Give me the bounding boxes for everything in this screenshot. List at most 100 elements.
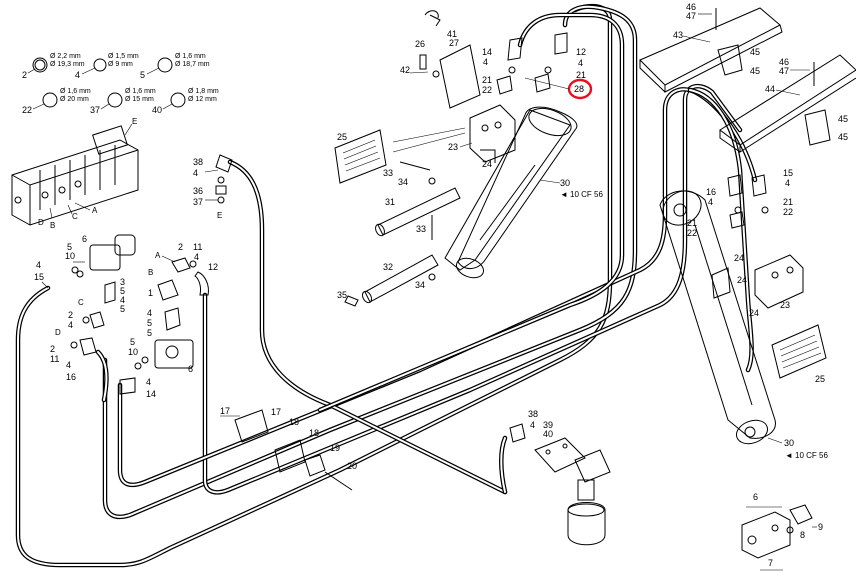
fitting-14[interactable]	[507, 37, 523, 61]
label-plate-25b[interactable]	[771, 324, 827, 379]
part-label: 22	[687, 228, 697, 238]
clamp-45[interactable]	[717, 44, 743, 76]
pin-32[interactable]	[364, 254, 439, 303]
clamp-17[interactable]	[234, 409, 269, 443]
part-label: 24	[737, 275, 747, 285]
part-label: 4	[194, 252, 199, 262]
part-label: 23	[448, 142, 458, 152]
mounting-plate[interactable]	[534, 437, 586, 473]
bracket-27[interactable]	[439, 44, 481, 109]
valve-block-6[interactable]	[154, 339, 194, 369]
fitting-4-5[interactable]	[164, 307, 181, 331]
part-label: 2	[68, 310, 73, 320]
highlighted-part-label[interactable]: 28	[574, 84, 584, 94]
grease-nipple-35[interactable]	[344, 295, 359, 307]
valve-block-bottom[interactable]	[574, 449, 611, 483]
part-label: 21	[576, 70, 586, 80]
part-label: 7	[768, 558, 773, 568]
label-plate-25[interactable]	[334, 129, 387, 184]
manifold-block-23[interactable]	[469, 104, 516, 163]
hose-cylinder-right-2[interactable]	[117, 87, 758, 488]
part-label: 27	[449, 38, 459, 48]
part-label: 37	[193, 197, 203, 207]
plate-19[interactable]	[304, 454, 326, 477]
hose-38[interactable]	[227, 159, 508, 495]
right-cylinder-30[interactable]: 30 ◄ 10 CF 56	[657, 184, 829, 460]
part-label: 21	[783, 197, 793, 207]
accumulator-valve: 38 4 39 40	[509, 409, 611, 546]
solenoid-valve-6[interactable]	[89, 244, 121, 271]
part-label: 22	[783, 207, 793, 217]
part-label: 22	[482, 85, 492, 95]
valve-block-7[interactable]	[741, 511, 791, 559]
fitting-12[interactable]	[554, 32, 568, 55]
left-cylinder-30[interactable]: 30 ◄ 10 CF 56	[444, 103, 603, 281]
part-label: 16	[66, 372, 76, 382]
fitting-1[interactable]	[157, 279, 179, 301]
o-ring-22	[42, 92, 58, 108]
control-valve-block[interactable]: E A B C D	[11, 117, 139, 230]
part-label: 12	[208, 262, 218, 272]
part-label: 37	[90, 105, 100, 115]
hose-end-top[interactable]	[424, 10, 439, 19]
top-center-manifold: 41 27 26 42 14 4 12 4 21 22 21 28 23 24	[334, 10, 593, 184]
o-ring-2	[32, 57, 48, 73]
o-ring-5	[157, 57, 173, 73]
manifold-block-23b[interactable]	[754, 254, 804, 309]
bracket-44[interactable]	[719, 54, 856, 146]
pins-group: 33 34 31 33 32 34 35	[337, 161, 461, 307]
fitting-3[interactable]	[104, 281, 116, 304]
part-label: 4	[530, 420, 535, 430]
cross-ref-arrow: ◄	[785, 451, 793, 460]
part-label: 46	[686, 2, 696, 12]
fitting-16[interactable]	[727, 174, 743, 197]
fitting-38b[interactable]	[509, 423, 526, 443]
clamp-18[interactable]	[274, 439, 306, 473]
coil-9[interactable]	[789, 504, 813, 525]
bolt-33[interactable]	[399, 161, 431, 171]
bolt-20[interactable]	[324, 471, 353, 491]
cross-ref-text[interactable]: 10 CF 56	[570, 190, 603, 199]
part-label: 35	[337, 290, 347, 300]
fitting-15[interactable]	[751, 174, 767, 197]
part-label: 6	[188, 364, 193, 374]
cross-ref-text[interactable]: 10 CF 56	[795, 451, 828, 460]
part-label: 45	[838, 114, 848, 124]
top-right-brackets: 43 46 47 45 45 44 46 47 45 45	[639, 2, 856, 153]
part-label: 34	[415, 280, 425, 290]
part-label: 17	[271, 407, 281, 417]
connection-letter: A	[155, 251, 161, 260]
part-label: 4	[785, 178, 790, 188]
accumulator[interactable]	[567, 502, 606, 546]
bottom-clamps: 17 17 18 18 19 20	[220, 406, 357, 491]
part-label: 5	[147, 328, 152, 338]
o-ring-40	[170, 92, 186, 108]
part-label: 33	[383, 168, 393, 178]
part-label: 6	[753, 492, 758, 502]
fitting-11[interactable]	[171, 257, 191, 273]
part-label: 16	[706, 187, 716, 197]
pin-31[interactable]	[377, 187, 461, 236]
seal-spec-text: Ø 19,3 mm	[50, 61, 85, 68]
hose-main-loop-2[interactable]	[102, 4, 638, 520]
part-label: 4	[147, 308, 152, 318]
bracket-24[interactable]	[711, 267, 731, 299]
connection-letter: C	[72, 212, 78, 221]
part-label: 2	[22, 70, 27, 80]
fitting-38[interactable]	[215, 154, 233, 173]
seal-spec-text: Ø 1,6 mm	[60, 88, 91, 95]
o-ring-37	[107, 92, 123, 108]
clamp-45b[interactable]	[804, 109, 831, 146]
seal-spec-text: Ø 2,2 mm	[50, 53, 81, 60]
part-label: 4	[120, 295, 125, 305]
connection-letter: D	[38, 218, 44, 227]
part-label: 4	[708, 197, 713, 207]
hose-cylinder-right-1[interactable]	[202, 83, 743, 495]
part-label: 14	[482, 47, 492, 57]
seal-spec-text: Ø 20 mm	[60, 96, 89, 103]
part-label: 2	[178, 242, 183, 252]
part-label: 25	[337, 132, 347, 142]
seal-spec-text: Ø 1,6 mm	[125, 88, 156, 95]
part-label: 12	[576, 47, 586, 57]
part-label: 20	[347, 461, 357, 471]
